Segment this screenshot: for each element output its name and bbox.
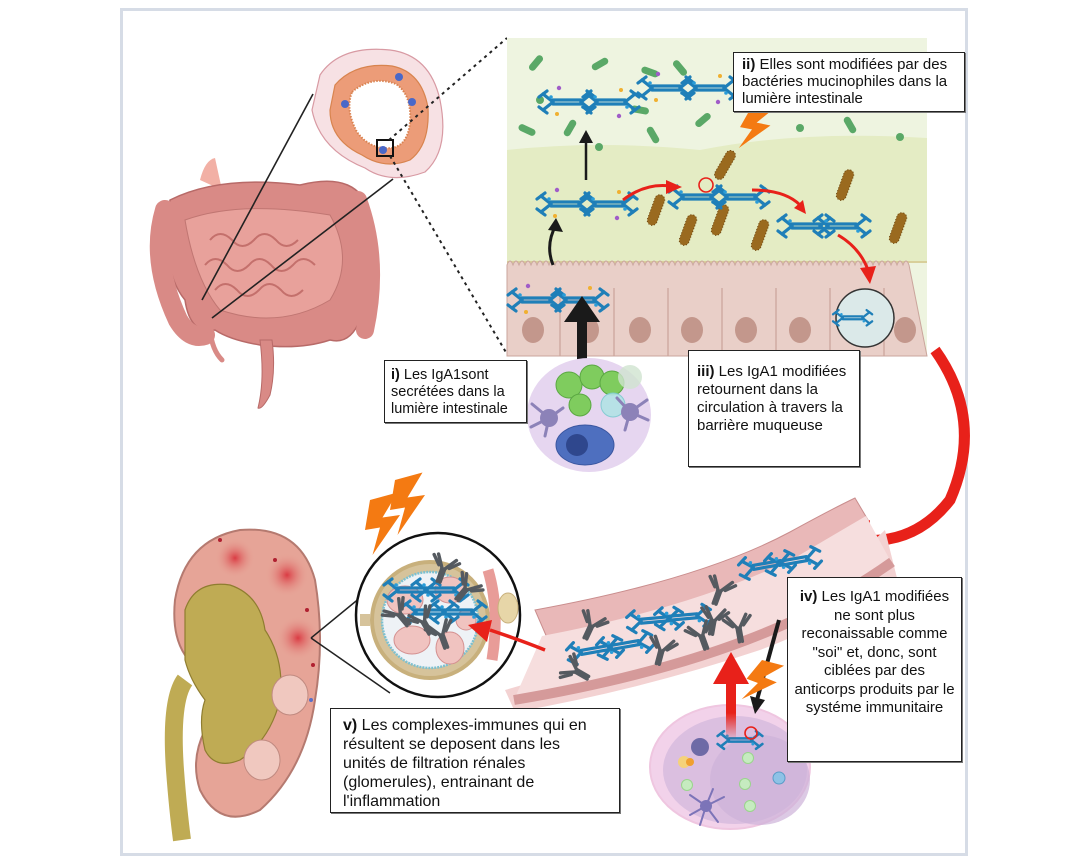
glomerulus-icon <box>354 531 522 699</box>
kidney-icon <box>164 528 321 842</box>
step-ii-label: ii) Elles sont modifiées par des bactéri… <box>733 52 965 112</box>
step-iii-text: Les IgA1 modifiées retournent dans la ci… <box>697 363 847 434</box>
lightning-bolt-icon <box>390 472 425 535</box>
step-v-label: v) Les complexes-immunes qui en résulten… <box>330 708 620 813</box>
step-i-label: i) Les IgA1sont secrétées dans la lumièr… <box>384 360 527 423</box>
zoom-line-dotted <box>389 155 508 355</box>
step-iv-text: Les IgA1 modifiées ne sont plus reconais… <box>794 588 955 716</box>
step-i-text: Les IgA1sont secrétées dans la lumière i… <box>391 367 508 417</box>
antibody-release-arrow <box>713 652 749 740</box>
step-iii-number: iii) <box>697 363 715 380</box>
step-iv-label: iv) Les IgA1 modifiées ne sont plus reco… <box>787 577 962 762</box>
step-v-text: Les complexes-immunes qui en résultent s… <box>343 717 587 810</box>
step-i-number: i) <box>391 367 400 383</box>
step-v-number: v) <box>343 717 358 734</box>
intestine-cross-section-icon <box>311 48 444 179</box>
step-ii-number: ii) <box>742 56 756 73</box>
zoom-line <box>310 637 391 694</box>
intestine-icon <box>149 158 381 409</box>
deposit-arrow <box>489 628 546 652</box>
step-iv-number: iv) <box>799 588 818 605</box>
zoom-line <box>211 178 394 319</box>
lymph-node-icon <box>649 704 811 830</box>
zoom-line-dotted <box>388 37 508 141</box>
circulation-arrow <box>859 346 970 546</box>
step-ii-text: Elles sont modifiées par des bactéries m… <box>742 56 948 107</box>
zoom-line <box>201 93 314 301</box>
step-iii-label: iii) Les IgA1 modifiées retournent dans … <box>688 350 860 467</box>
arrowhead <box>468 620 492 642</box>
immune-cell-cluster-icon <box>527 358 651 472</box>
